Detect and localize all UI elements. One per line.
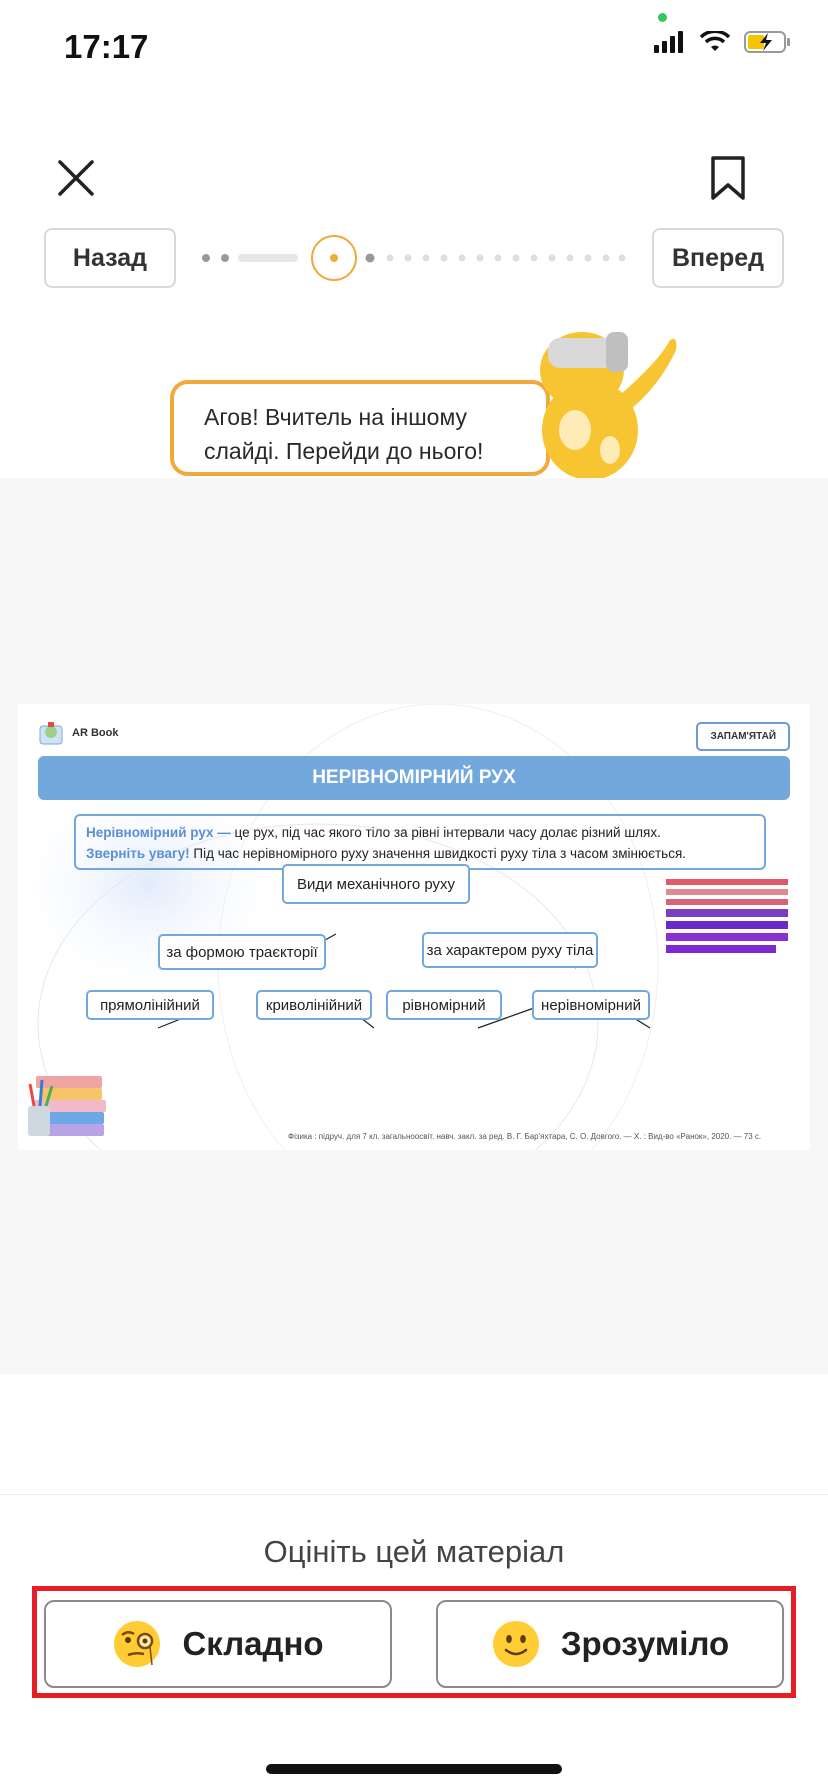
close-button[interactable] — [54, 156, 98, 200]
definition-term: Нерівномірний рух — — [86, 825, 231, 840]
diagram-root-node: Види механічного руху — [282, 864, 470, 904]
diagram-branch-character: за характером руху тіла — [422, 932, 598, 968]
bookmark-icon — [711, 156, 745, 200]
rating-title: Оцініть цей матеріал — [263, 1534, 565, 1569]
diagram-branch-shape: за формою траєкторії — [158, 934, 326, 970]
attention-label: Зверніть увагу! — [86, 846, 190, 861]
understood-button[interactable]: Зрозуміло — [436, 1600, 784, 1688]
remember-badge: ЗАПАМ'ЯТАЙ — [696, 722, 790, 751]
understood-label: Зрозуміло — [560, 1625, 730, 1662]
forward-button[interactable]: Вперед — [652, 228, 784, 288]
notice-line-1: Агов! Вчитель на іншому — [204, 404, 468, 430]
ar-book-label: AR Book — [72, 727, 119, 739]
status-time: 17:17 — [64, 28, 149, 65]
slide-citation: Фізика : підруч. для 7 кл. загальноосвіт… — [288, 1132, 762, 1141]
notice-line-2: слайді. Перейди до нього! — [204, 438, 484, 464]
teacher-notice-bubble: Агов! Вчитель на іншому слайді. Перейди … — [170, 380, 550, 476]
attention-text: Під час нерівномірного руху значення шви… — [189, 846, 687, 861]
thinking-monocle-face-icon — [114, 1621, 161, 1667]
pen-stripes-image — [666, 879, 788, 953]
diagram-leaf-curvilinear: криволінійний — [256, 990, 372, 1020]
bookmark-button[interactable] — [708, 154, 748, 202]
wifi-icon — [700, 31, 730, 51]
ar-book-logo: AR Book — [38, 720, 118, 746]
books-illustration — [28, 1076, 106, 1136]
mascot-vr-bear-icon — [540, 332, 677, 480]
rating-buttons-highlight — [32, 1586, 796, 1698]
slightly-smiling-face-icon — [492, 1621, 539, 1667]
slide-progress-indicator[interactable] — [198, 234, 628, 282]
difficult-button[interactable]: Складно — [44, 1600, 392, 1688]
ar-book-icon — [39, 722, 63, 745]
home-indicator[interactable] — [266, 1764, 562, 1774]
close-icon — [58, 160, 94, 196]
diagram-leaf-uniform: рівномірний — [386, 990, 502, 1020]
slide-title: НЕРІВНОМІРНИЙ РУХ — [38, 756, 790, 800]
definition-box: Нерівномірний рух — це рух, під час яког… — [74, 814, 766, 870]
back-button[interactable]: Назад — [44, 228, 176, 288]
battery-charging-icon — [744, 31, 790, 53]
lesson-slide: AR Book ЗАПАМ'ЯТАЙ НЕРІВНОМІРНИЙ РУХ Нер… — [18, 704, 810, 1150]
cellular-signal-icon — [654, 31, 683, 53]
diagram-leaf-rectilinear: прямолінійний — [86, 990, 214, 1020]
difficult-label: Складно — [182, 1625, 324, 1662]
status-icons — [654, 30, 792, 54]
privacy-indicator-dot — [658, 13, 667, 22]
definition-text: це рух, під час якого тіло за рівні інте… — [230, 825, 661, 840]
diagram-leaf-nonuniform: нерівномірний — [532, 990, 650, 1020]
